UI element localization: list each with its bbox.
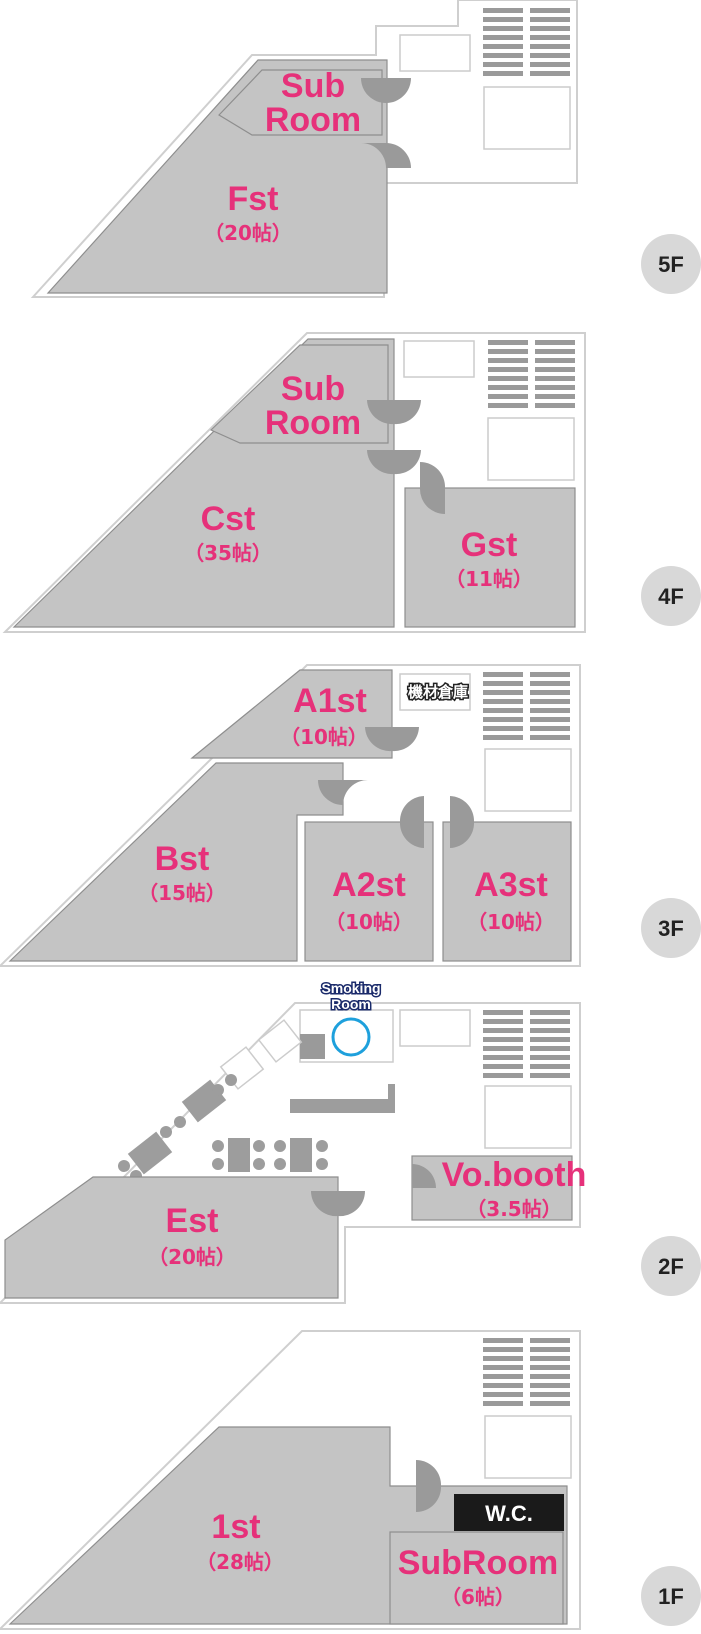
door-swing-icon xyxy=(394,450,421,475)
room-size: （15帖） xyxy=(138,881,226,905)
room-name: A2st xyxy=(332,866,406,904)
equipment-storage-label: 機材倉庫 xyxy=(408,683,468,701)
door-swing-icon xyxy=(420,462,446,488)
door-swing-icon xyxy=(399,822,424,848)
wc-label: W.C. xyxy=(485,1501,533,1526)
room-est xyxy=(4,1176,339,1299)
utility-box xyxy=(403,340,475,378)
floor-badge xyxy=(641,234,701,294)
room-a1st xyxy=(190,669,393,759)
utility-box xyxy=(399,1009,471,1047)
room-gst xyxy=(404,487,576,628)
room-size: （6帖） xyxy=(441,1585,515,1609)
room-size: （10帖） xyxy=(280,725,368,749)
room-size: （35帖） xyxy=(184,541,272,565)
floor-1f: W.C. 1st （28帖） SubRoom （6帖） 1F xyxy=(0,1330,701,1630)
door-swing-icon xyxy=(343,779,369,805)
floor-badge-label: 4F xyxy=(658,584,684,609)
room-name: Bst xyxy=(155,840,210,878)
door-swing-icon xyxy=(416,1460,442,1486)
room-name: Cst xyxy=(201,500,256,538)
room-name: Room xyxy=(265,404,361,442)
elevator-box xyxy=(487,417,575,481)
wc-box xyxy=(454,1494,564,1531)
floor-badge-label: 1F xyxy=(658,1584,684,1609)
door-swing-icon xyxy=(386,143,411,168)
counter xyxy=(290,1084,395,1113)
seating-area xyxy=(118,1074,328,1182)
elevator-box xyxy=(484,1085,572,1149)
door-swing-icon xyxy=(399,796,424,822)
door-swing-icon xyxy=(394,400,421,425)
room-name: A1st xyxy=(293,682,367,720)
door-swing-icon xyxy=(318,780,343,805)
room-size: （10帖） xyxy=(467,910,555,934)
elevator-box xyxy=(484,748,572,812)
door-swing-icon xyxy=(367,400,394,425)
room-name: Est xyxy=(166,1202,219,1240)
room-name: SubRoom xyxy=(398,1544,559,1582)
room-subroom-1f xyxy=(389,1531,564,1625)
utility-box xyxy=(399,673,471,711)
floor-badge xyxy=(641,1236,701,1296)
door-swing-icon xyxy=(361,143,386,168)
window-box xyxy=(257,1019,303,1063)
floor-badge xyxy=(641,898,701,958)
elevator-box xyxy=(484,1415,572,1479)
room-name: Room xyxy=(265,101,361,139)
elevator-box xyxy=(483,86,571,150)
room-size: （20帖） xyxy=(204,221,292,245)
floor-badge-label: 5F xyxy=(658,252,684,277)
room-name: Fst xyxy=(228,180,279,218)
floor-badge-label: 2F xyxy=(658,1254,684,1279)
door-swing-icon xyxy=(361,78,386,103)
door-swing-icon xyxy=(412,1164,436,1188)
smoking-room-label: Smoking xyxy=(321,980,380,996)
door-swing-icon xyxy=(367,450,394,475)
room-a2st xyxy=(304,821,434,962)
door-swing-icon xyxy=(386,78,411,103)
room-a3st xyxy=(442,821,572,962)
room-size: （3.5帖） xyxy=(466,1197,561,1221)
stairs-icon xyxy=(483,1010,570,1078)
floor-badge-label: 3F xyxy=(658,916,684,941)
room-name: Sub xyxy=(281,67,345,105)
door-swing-icon xyxy=(450,796,475,822)
door-swing-icon xyxy=(310,1191,338,1217)
door-swing-icon xyxy=(300,1034,325,1059)
room-name: Gst xyxy=(461,526,518,564)
utility-box xyxy=(399,34,471,72)
door-swing-icon xyxy=(419,488,445,514)
floor-badge xyxy=(641,1566,701,1626)
room-bst xyxy=(8,762,344,962)
floor-3f: 機材倉庫 A1st （10帖） Bst （15帖） A2st （10帖） A3s… xyxy=(0,664,701,967)
stairs-icon xyxy=(488,340,575,408)
floor-4f: Sub Room Cst （35帖） Gst （11帖） 4F xyxy=(2,332,701,633)
floor-5f: Sub Room Fst （20帖） 5F xyxy=(30,0,701,298)
stairs-icon xyxy=(483,672,570,740)
smoking-circle-icon xyxy=(331,1017,371,1057)
room-sub-4f xyxy=(209,344,389,444)
room-size: （11帖） xyxy=(445,567,533,591)
room-size: （10帖） xyxy=(325,910,413,934)
room-name: Sub xyxy=(281,370,345,408)
stairs-icon xyxy=(483,8,570,76)
door-swing-icon xyxy=(416,1486,442,1512)
room-name: A3st xyxy=(474,866,548,904)
room-name: Vo.booth xyxy=(442,1156,587,1194)
smoking-room-label: Room xyxy=(331,996,371,1012)
room-size: （20帖） xyxy=(148,1245,236,1269)
floor-badge xyxy=(641,566,701,626)
door-swing-icon xyxy=(338,1191,366,1217)
room-name: 1st xyxy=(211,1508,260,1546)
door-swing-icon xyxy=(365,727,392,752)
stairs-icon xyxy=(483,1338,570,1406)
room-size: （28帖） xyxy=(196,1550,284,1574)
door-swing-icon xyxy=(392,727,419,752)
floor-2f: Smoking Room Est （20帖） Vo.booth （3.5帖） 2… xyxy=(0,979,701,1304)
door-swing-icon xyxy=(450,822,475,848)
